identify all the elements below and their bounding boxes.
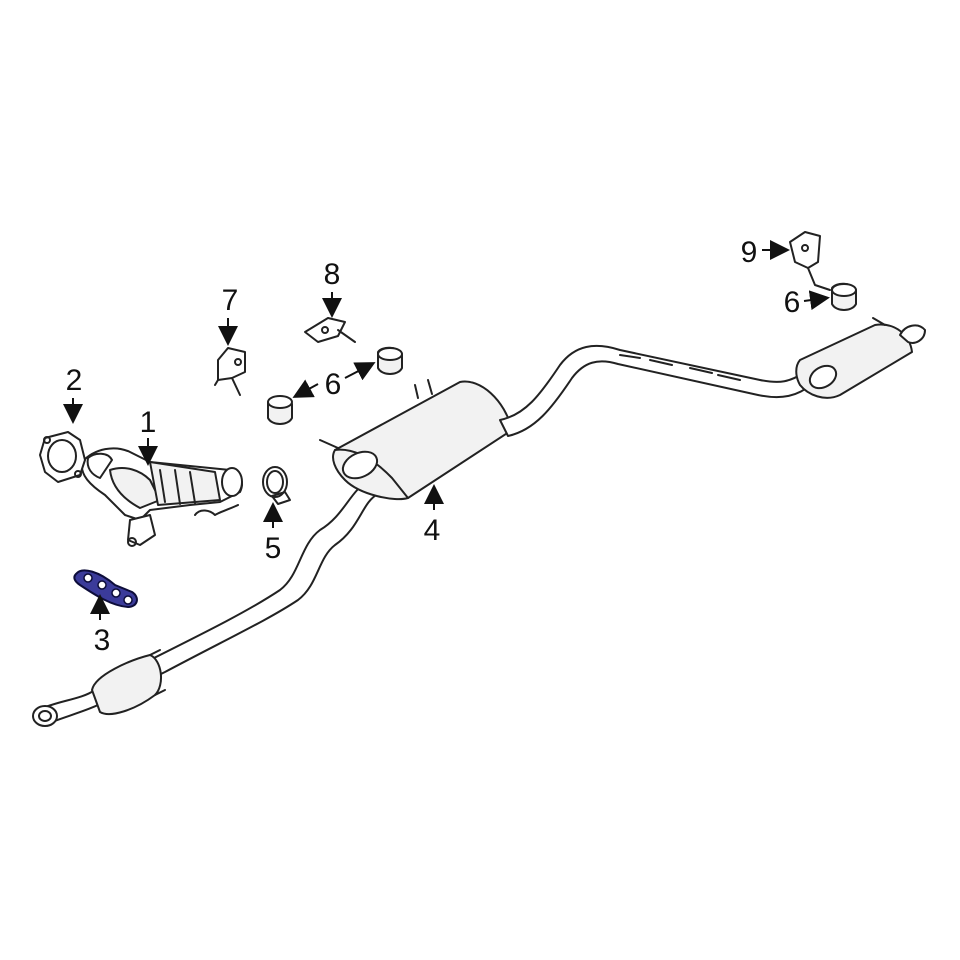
front-catalyst [91,654,162,715]
leader-arrows [63,240,830,620]
callout-6-right: 6 [784,286,801,319]
bracket-7 [214,347,246,396]
callout-2: 2 [66,364,83,397]
over-axle-pipe [499,344,813,437]
callout-7: 7 [222,284,239,317]
clamp [262,466,291,505]
center-muffler [332,380,513,501]
highlighted-gasket [73,569,138,609]
callout-4: 4 [424,514,441,547]
callout-3: 3 [94,624,111,657]
tail-pipe [899,324,926,344]
inlet-flange [32,705,58,727]
callout-5: 5 [265,532,282,565]
callout-8: 8 [324,258,341,291]
callout-labels: 1 2 3 4 5 6 6 7 8 9 [66,236,801,657]
bracket-8 [304,317,356,343]
insulator-1 [267,395,293,425]
bracket-9 [789,231,831,291]
exhaust-pipe [32,317,926,727]
gasket [39,431,86,483]
callout-1: 1 [140,406,157,439]
callout-9: 9 [741,236,758,269]
insulator-2 [377,346,403,375]
callout-6-left: 6 [325,368,342,401]
catalytic-converter-manifold [80,447,243,547]
insulator-3 [831,282,857,311]
front-pipe [37,474,393,723]
